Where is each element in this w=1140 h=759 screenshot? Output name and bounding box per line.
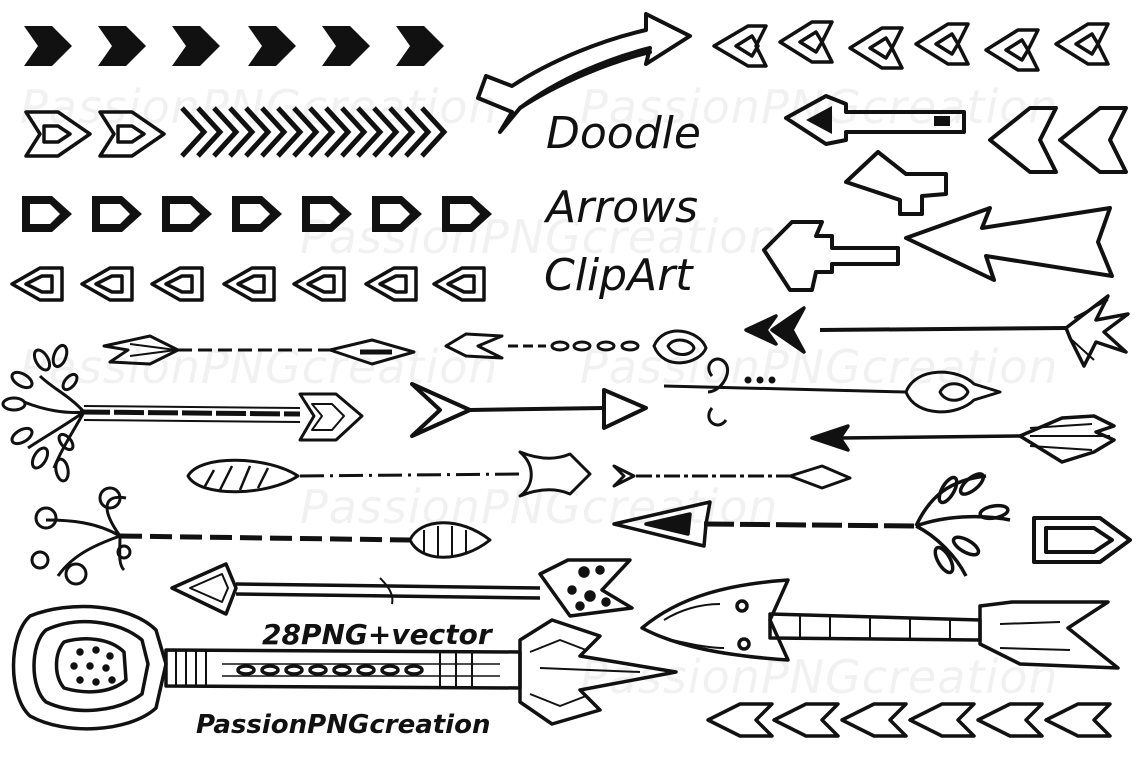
chunky-up-arrow (844, 150, 948, 216)
big-outline-left-arrow (904, 206, 1114, 282)
curly-tail-arrow (30, 486, 492, 586)
solid-chevron-row (24, 26, 444, 66)
outlined-arrowheads-row2 (24, 110, 166, 158)
heart-dotted-arrow (444, 329, 708, 365)
feather-leaf-arrow (102, 334, 416, 366)
outline-chevron-row-top (712, 20, 1110, 72)
polka-dot-arrow (170, 558, 634, 618)
feather-left-arrow (810, 414, 1116, 464)
shield-arrowhead-right (1032, 516, 1132, 564)
triangle-fletch-arrow (612, 472, 1011, 577)
curved-arrow (476, 12, 692, 134)
v-tail-arrow (410, 382, 648, 438)
big-outline-chevrons (988, 106, 1128, 174)
title-doodle: Doodle (546, 108, 701, 159)
png-count-badge: 28PNG+vector (262, 618, 492, 651)
diamond-left-arrow (784, 94, 966, 146)
herringbone-arrow (180, 106, 448, 158)
title-clipart: ClipArt (544, 250, 693, 301)
ornate-arrow-bottom (11, 604, 678, 731)
shield-arrowheads-row (10, 266, 486, 302)
watermark: PassionPNGcreation (300, 480, 779, 534)
watermark: PassionPNGcreation (580, 650, 1059, 704)
small-dotted-arrow (612, 464, 852, 490)
leaf-tail-dotted-arrow (186, 450, 592, 498)
heart-head-arrow (663, 357, 1002, 427)
patterned-arrow-right (640, 578, 1120, 670)
d-shaped-arrowheads (22, 196, 492, 232)
outline-chevron-row-bottom (706, 702, 1112, 738)
brand-signature: PassionPNGcreation (196, 710, 491, 740)
branch-tail-arrow (1, 343, 364, 483)
long-feather-arrow-right (744, 294, 1130, 368)
stubby-left-arrow (762, 220, 900, 292)
title-arrows: Arrows (546, 182, 699, 233)
